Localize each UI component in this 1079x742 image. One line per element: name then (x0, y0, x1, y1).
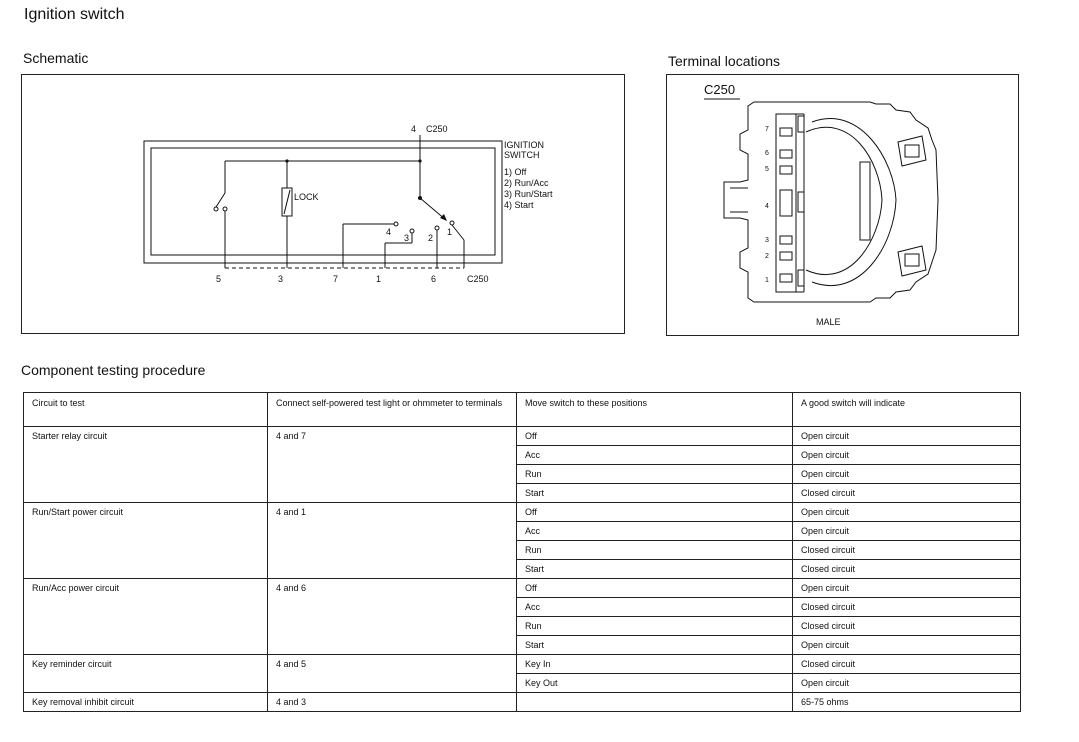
position-cell: Off (516, 502, 793, 522)
table-row: Run/Start power circuit 4 and 1 Off Open… (23, 502, 1021, 579)
terminal-pin-label: 6 (765, 150, 769, 157)
switch-body-inner (150, 147, 496, 256)
result-cell: Open circuit (792, 521, 1021, 541)
page-title: Ignition switch (24, 6, 125, 23)
bottom-connector-label: C250 (467, 274, 489, 284)
result-cell: Open circuit (792, 502, 1021, 522)
result-cell: Closed circuit (792, 597, 1021, 617)
circuit-cell: Key removal inhibit circuit (23, 692, 268, 712)
legend-item: 3) Run/Start (504, 189, 553, 199)
header-cell: Connect self-powered test light or ohmme… (267, 392, 517, 427)
position-cell: Start (516, 559, 793, 579)
terminal-pin-label: 7 (765, 126, 769, 133)
result-cell: Closed circuit (792, 654, 1021, 674)
position-cell (516, 692, 793, 712)
terminals-cell: 4 and 5 (267, 654, 517, 693)
contact-label: 1 (447, 227, 452, 237)
top-pin-label: 4 (411, 124, 416, 134)
terminal-pin-label: 2 (765, 253, 769, 260)
legend-item: 2) Run/Acc (504, 178, 549, 188)
procedure-table: Circuit to test Connect self-powered tes… (23, 392, 1021, 712)
latch-bottom (897, 245, 927, 277)
terminals-cell: 4 and 6 (267, 578, 517, 655)
header-cell: A good switch will indicate (792, 392, 1021, 427)
bottom-pin-label: 3 (278, 274, 283, 284)
result-cell: Closed circuit (792, 616, 1021, 636)
terminal-gender-label: MALE (816, 317, 841, 327)
table-row: Acc Open circuit (24, 445, 1021, 465)
terminal-pin-label: 4 (765, 203, 769, 210)
result-cell: Open circuit (792, 445, 1021, 465)
position-cell: Run (516, 540, 793, 560)
table-row: Key reminder circuit 4 and 5 Key In Clos… (23, 654, 1021, 693)
terminals-cell: 4 and 7 (267, 426, 517, 503)
table-row: Starter relay circuit 4 and 7 Off Open c… (23, 426, 1021, 503)
position-cell: Off (516, 578, 793, 598)
bottom-pin-label: 5 (216, 274, 221, 284)
terminal-pin-label: 3 (765, 237, 769, 244)
legend-title-1: IGNITION (504, 140, 544, 150)
legend-item: 4) Start (504, 200, 534, 210)
table-header-row: Circuit to test Connect self-powered tes… (23, 392, 1021, 427)
position-cell: Off (516, 426, 793, 446)
procedure-title: Component testing procedure (21, 362, 206, 378)
terminals-cell: 4 and 3 (267, 692, 517, 712)
position-cell: Run (516, 464, 793, 484)
result-cell: 65-75 ohms (792, 692, 1021, 712)
result-cell: Closed circuit (792, 483, 1021, 503)
position-cell: Start (516, 483, 793, 503)
result-cell: Closed circuit (792, 559, 1021, 579)
connector-c250-drawing (704, 98, 939, 303)
result-cell: Closed circuit (792, 540, 1021, 560)
header-cell: Move switch to these positions (516, 392, 793, 427)
terminals-cell: 4 and 1 (267, 502, 517, 579)
table-row: Run/Acc power circuit 4 and 6 Off Open c… (23, 578, 1021, 655)
schematic-title: Schematic (23, 50, 89, 66)
table-row: Start Closed circuit (24, 559, 1021, 579)
contact-label: 4 (386, 227, 391, 237)
terminal-connector-label: C250 (704, 82, 735, 97)
result-cell: Open circuit (792, 464, 1021, 484)
terminal-locations-panel (666, 74, 1019, 336)
connector-outline (723, 101, 939, 303)
circuit-cell: Key reminder circuit (23, 654, 268, 693)
bottom-pin-label: 6 (431, 274, 436, 284)
key-switch-blade (215, 192, 226, 208)
circuit-cell: Run/Acc power circuit (23, 578, 268, 655)
terminal-pin-label: 1 (765, 277, 769, 284)
position-cell: Run (516, 616, 793, 636)
position-cell: Key In (516, 654, 793, 674)
position-cell: Key Out (516, 673, 793, 693)
top-connector-label: C250 (426, 124, 448, 134)
result-cell: Open circuit (792, 635, 1021, 655)
terminal-pin-label: 5 (765, 166, 769, 173)
table-row: Key removal inhibit circuit 4 and 3 65-7… (23, 692, 1021, 712)
bottom-pin-label: 7 (333, 274, 338, 284)
table-row: Acc Open circuit (24, 521, 1021, 541)
contact-label: 2 (428, 233, 433, 243)
schematic-panel (21, 74, 625, 334)
legend-title-2: SWITCH (504, 150, 540, 160)
circuit-cell: Starter relay circuit (23, 426, 268, 503)
rotary-wiper (419, 197, 447, 221)
terminal-block (775, 113, 797, 293)
position-cell: Acc (516, 445, 793, 465)
legend-item: 1) Off (504, 167, 527, 177)
result-cell: Open circuit (792, 426, 1021, 446)
contact-label: 3 (404, 233, 409, 243)
position-cell: Start (516, 635, 793, 655)
position-cell: Acc (516, 521, 793, 541)
result-cell: Open circuit (792, 673, 1021, 693)
result-cell: Open circuit (792, 578, 1021, 598)
lock-label: LOCK (294, 192, 319, 202)
bottom-pin-label: 1 (376, 274, 381, 284)
header-cell: Circuit to test (23, 392, 268, 427)
terminal-locations-title: Terminal locations (668, 53, 781, 69)
latch-top (897, 135, 927, 167)
table-row: Run Closed circuit (24, 540, 1021, 560)
position-cell: Acc (516, 597, 793, 617)
circuit-cell: Run/Start power circuit (23, 502, 268, 579)
switch-body-outer (143, 140, 503, 264)
